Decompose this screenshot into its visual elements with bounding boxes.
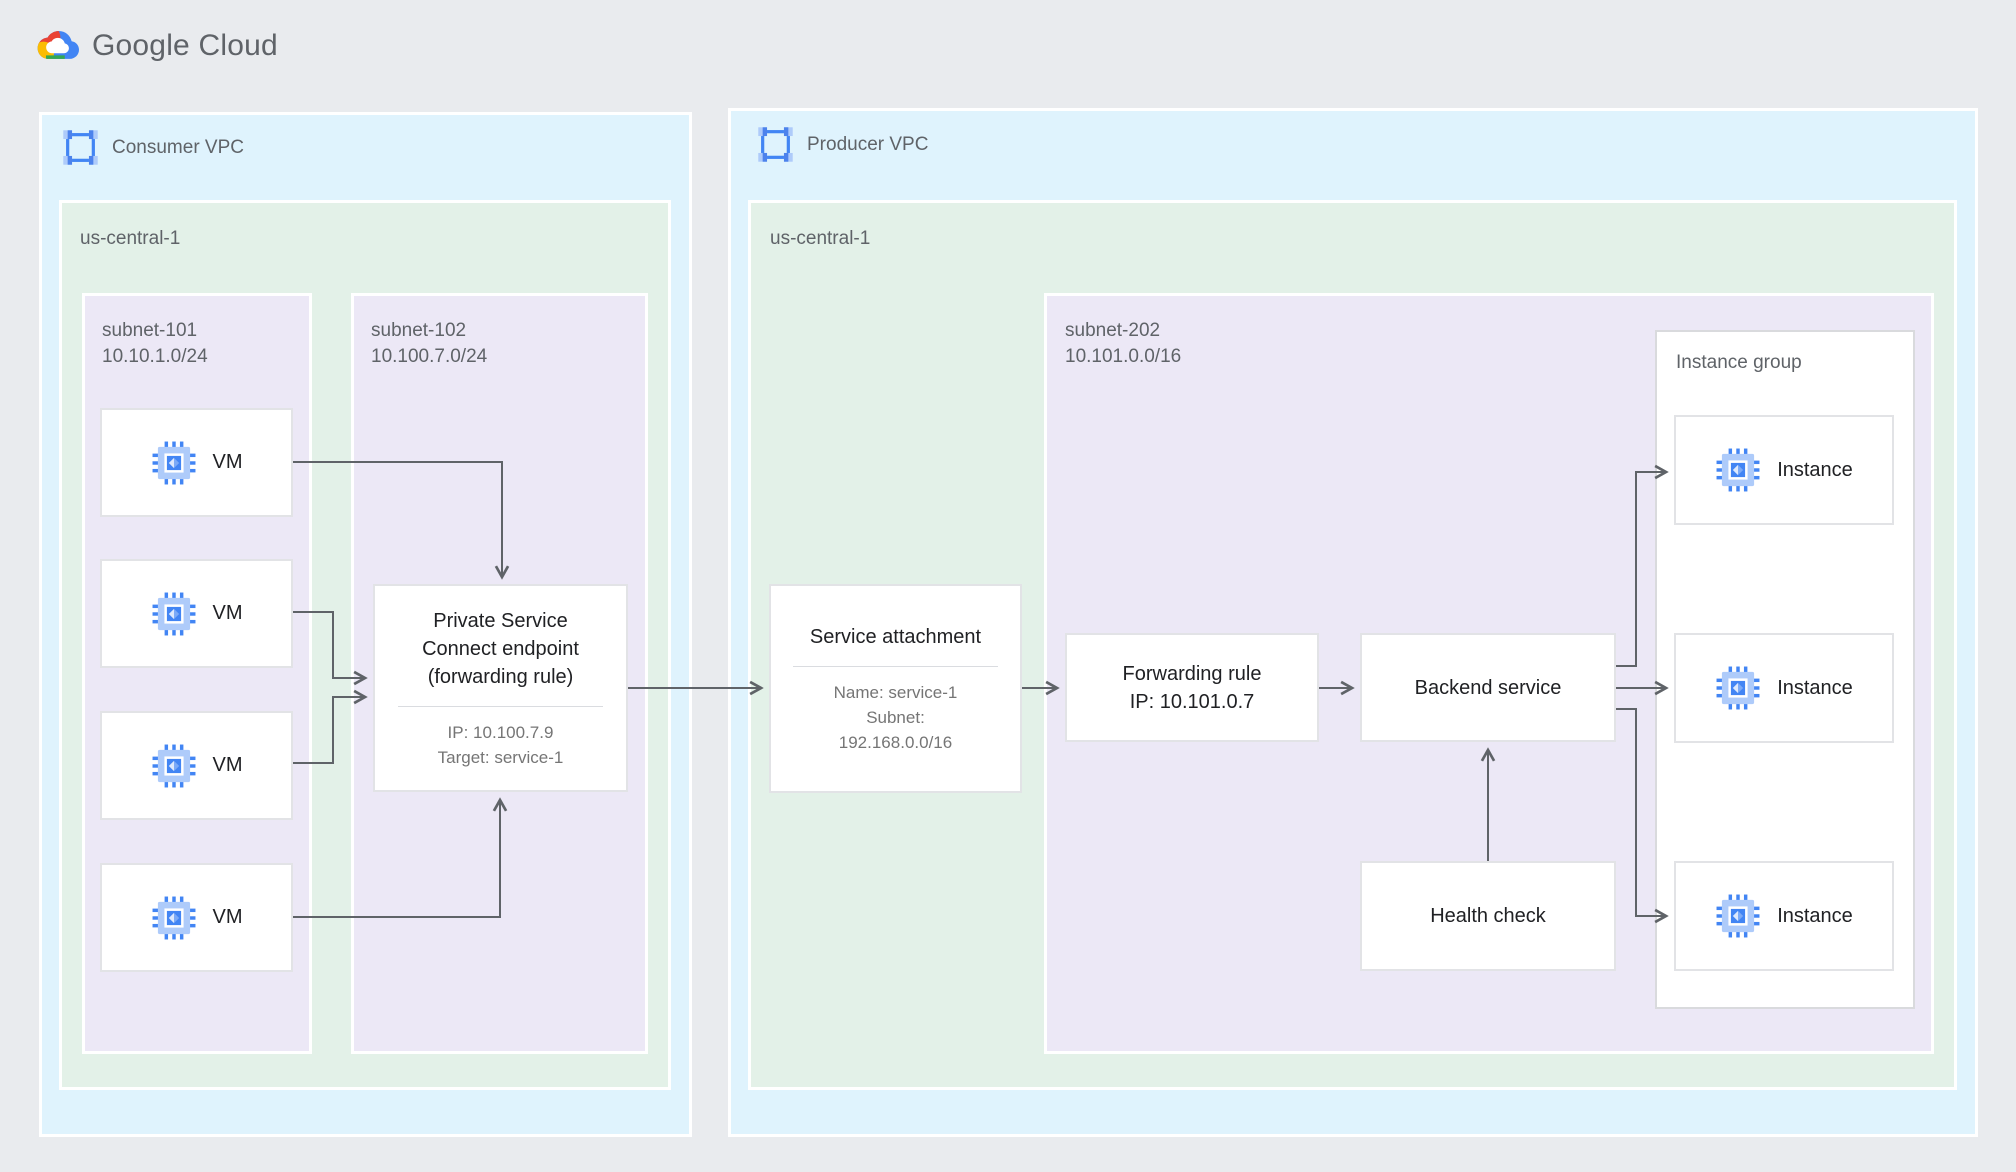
vm-label: VM bbox=[212, 754, 243, 776]
instance-node-2: Instance bbox=[1674, 633, 1894, 743]
vm-label: VM bbox=[212, 906, 243, 928]
psc-endpoint-title: Private Service Connect endpoint (forwar… bbox=[422, 607, 579, 691]
instance-label: Instance bbox=[1777, 458, 1853, 481]
service-attachment-title: Service attachment bbox=[809, 625, 982, 648]
forwarding-rule-node: Forwarding rule IP: 10.101.0.7 bbox=[1065, 633, 1319, 742]
psc-ip: IP: 10.100.7.9 bbox=[447, 722, 554, 742]
vm-node-2: VM bbox=[100, 559, 293, 668]
psc-title-line3: (forwarding rule) bbox=[427, 665, 574, 688]
service-attachment-divider bbox=[793, 665, 998, 667]
subnet-102-cidr: 10.100.7.0/24 bbox=[371, 346, 488, 367]
service-attachment-subnet-cidr: 192.168.0.0/16 bbox=[838, 732, 953, 752]
forwarding-rule-title: Forwarding rule bbox=[1122, 662, 1262, 685]
service-attachment-details: Name: service-1 Subnet: 192.168.0.0/16 bbox=[834, 680, 958, 755]
instance-node-3: Instance bbox=[1674, 861, 1894, 971]
instance-icon bbox=[1715, 893, 1761, 939]
instance-icon bbox=[1715, 665, 1761, 711]
vm-icon bbox=[151, 895, 197, 941]
subnet-202-cidr: 10.101.0.0/16 bbox=[1065, 346, 1182, 367]
backend-service-node: Backend service bbox=[1360, 633, 1616, 742]
subnet-101-name: subnet-101 bbox=[102, 320, 198, 341]
google-cloud-logo-text: Google Cloud bbox=[92, 29, 278, 62]
google-cloud-logo: Google Cloud bbox=[31, 26, 278, 66]
backend-service-title: Backend service bbox=[1414, 676, 1562, 699]
vm-icon bbox=[151, 743, 197, 789]
vm-node-1: VM bbox=[100, 408, 293, 517]
psc-divider bbox=[397, 705, 604, 707]
subnet-102-label: subnet-102 10.100.7.0/24 bbox=[371, 318, 487, 370]
vm-label: VM bbox=[212, 602, 243, 624]
instance-icon bbox=[1715, 447, 1761, 493]
health-check-node: Health check bbox=[1360, 861, 1616, 971]
subnet-202-label: subnet-202 10.101.0.0/16 bbox=[1065, 318, 1181, 370]
vpc-network-icon bbox=[758, 127, 793, 162]
instance-label: Instance bbox=[1777, 904, 1853, 927]
forwarding-rule-ip: IP: 10.101.0.7 bbox=[1129, 690, 1255, 713]
vpc-network-icon bbox=[63, 130, 98, 165]
producer-region-label: us-central-1 bbox=[770, 228, 871, 249]
vm-node-3: VM bbox=[100, 711, 293, 820]
psc-title-line1: Private Service bbox=[433, 609, 568, 632]
instance-group-label: Instance group bbox=[1676, 352, 1802, 373]
consumer-region-label: us-central-1 bbox=[80, 228, 181, 249]
health-check-title: Health check bbox=[1430, 905, 1546, 927]
consumer-vpc-header: Consumer VPC bbox=[63, 130, 244, 165]
psc-title-line2: Connect endpoint bbox=[422, 637, 579, 660]
subnet-101-cidr: 10.10.1.0/24 bbox=[102, 346, 208, 367]
psc-endpoint-node: Private Service Connect endpoint (forwar… bbox=[373, 584, 628, 792]
vm-icon bbox=[151, 591, 197, 637]
psc-endpoint-details: IP: 10.100.7.9 Target: service-1 bbox=[438, 720, 564, 770]
psc-target: Target: service-1 bbox=[437, 747, 564, 767]
subnet-102-name: subnet-102 bbox=[371, 320, 467, 341]
service-attachment-node: Service attachment Name: service-1 Subne… bbox=[769, 584, 1022, 793]
vm-icon bbox=[151, 440, 197, 486]
subnet-101-label: subnet-101 10.10.1.0/24 bbox=[102, 318, 208, 370]
vm-label: VM bbox=[212, 451, 243, 473]
instance-node-1: Instance bbox=[1674, 415, 1894, 525]
google-cloud-icon bbox=[31, 26, 81, 66]
instance-label: Instance bbox=[1777, 676, 1853, 699]
vm-node-4: VM bbox=[100, 863, 293, 972]
subnet-202-name: subnet-202 bbox=[1065, 320, 1161, 341]
service-attachment-name: Name: service-1 bbox=[833, 682, 958, 702]
producer-vpc-header: Producer VPC bbox=[758, 127, 928, 162]
service-attachment-subnet-label: Subnet: bbox=[866, 707, 925, 727]
consumer-vpc-label: Consumer VPC bbox=[112, 136, 244, 158]
producer-vpc-label: Producer VPC bbox=[807, 133, 929, 155]
